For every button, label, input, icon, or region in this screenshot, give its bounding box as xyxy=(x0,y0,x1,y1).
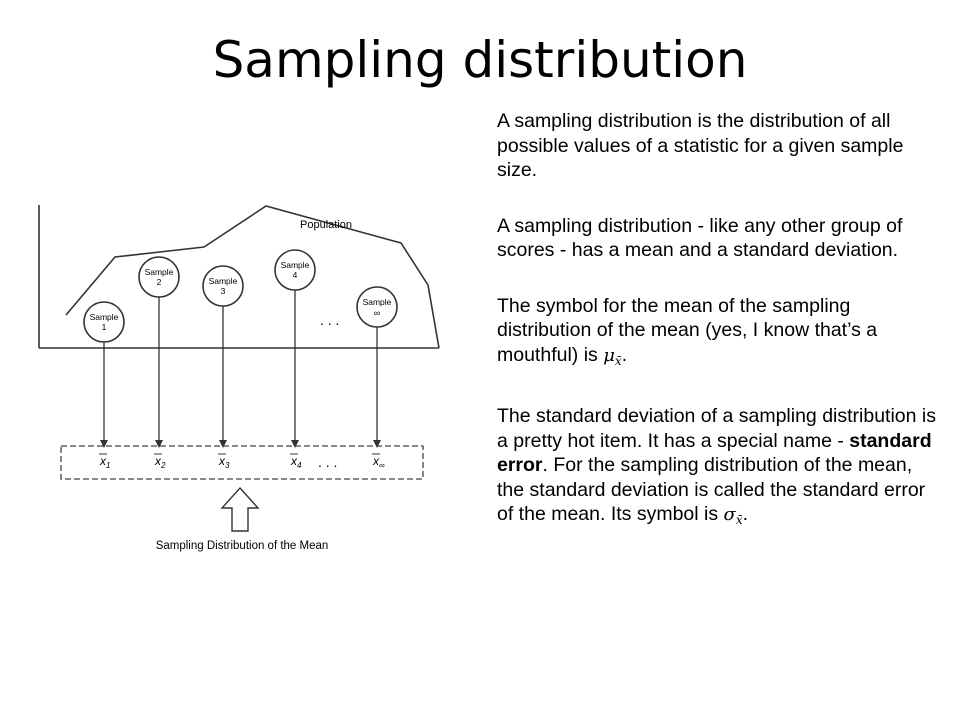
mean-base: x xyxy=(99,454,107,468)
sampling-distribution-diagram: Population Sample 1 Sample 2 Sample 3 Sa… xyxy=(38,205,440,552)
population-ellipsis: . . . xyxy=(320,312,339,328)
sample-circle-4: Sample 4 xyxy=(274,249,316,291)
mean-subscript: ∞ xyxy=(379,461,385,470)
mean-base: x xyxy=(372,454,380,468)
up-arrow-icon xyxy=(220,486,260,532)
mean-x3: x3 xyxy=(218,453,230,470)
sample-label: Sample xyxy=(145,267,174,277)
standard-error-period: . xyxy=(742,503,749,525)
sample-to-mean-arrows xyxy=(100,290,381,448)
sample-number: 3 xyxy=(221,286,226,296)
population-region xyxy=(38,205,440,349)
sample-label: Sample xyxy=(363,297,392,307)
svg-text:x1: x1 xyxy=(99,454,110,470)
svg-text:x∞: x∞ xyxy=(372,454,385,470)
population-label: Population xyxy=(300,219,352,231)
sampling-distribution-box xyxy=(60,445,424,480)
mean-x2: x2 xyxy=(154,453,166,470)
xbar-subscript: x̄ xyxy=(614,353,622,368)
mean-base: x xyxy=(290,454,298,468)
sample-number: 4 xyxy=(293,270,298,280)
mu-symbol: μ xyxy=(603,344,615,366)
sample-number: 1 xyxy=(102,322,107,332)
sample-label: Sample xyxy=(281,260,310,270)
standard-error-term: standard error xyxy=(497,429,932,477)
mean-base: x xyxy=(218,454,226,468)
mean-symbol-sentence: The symbol for the mean of the sampling … xyxy=(497,294,878,366)
mean-subscript: 1 xyxy=(106,461,110,470)
sample-label: Sample xyxy=(209,276,238,286)
figure-caption: Sampling Distribution of the Mean xyxy=(156,540,329,552)
sample-circle-3: Sample 3 xyxy=(202,265,244,307)
svg-text:x3: x3 xyxy=(218,454,230,470)
svg-text:x2: x2 xyxy=(154,454,166,470)
mean-subscript: 3 xyxy=(225,461,230,470)
xbar-subscript: x̄ xyxy=(735,513,743,527)
slide-title: Sampling distribution xyxy=(212,31,748,89)
population-outline xyxy=(65,205,440,349)
mean-symbol-period: . xyxy=(621,343,628,366)
sample-circle-infinity: Sample ∞ xyxy=(356,286,398,328)
paragraph-mean-symbol: The symbol for the mean of the sampling … xyxy=(497,294,942,374)
sigma-xbar-symbol: σx̄ xyxy=(723,504,743,527)
means-ellipsis: . . . xyxy=(318,454,337,470)
mean-base: x xyxy=(154,454,162,468)
mean-subscript: 2 xyxy=(160,461,166,470)
sample-label: Sample xyxy=(90,312,119,322)
sample-circle-outline xyxy=(356,286,398,328)
sigma-symbol: σ xyxy=(723,504,736,525)
mean-x4: x4 xyxy=(290,453,302,470)
sample-number: ∞ xyxy=(374,308,380,318)
sample-circle-2: Sample 2 xyxy=(138,256,180,298)
mean-subscript: 4 xyxy=(297,461,302,470)
paragraph-definition: A sampling distribution is the distribut… xyxy=(497,110,904,181)
mu-xbar-symbol: μx̄ xyxy=(603,344,622,368)
paragraph-mean-and-sd: A sampling distribution - like any other… xyxy=(497,214,903,262)
body-text: A sampling distribution is the distribut… xyxy=(497,109,942,564)
standard-error-intro: The standard deviation of a sampling dis… xyxy=(497,405,936,452)
svg-text:x4: x4 xyxy=(290,454,302,470)
mean-x1: x1 xyxy=(99,453,110,470)
mean-x-infinity: x∞ xyxy=(372,453,385,470)
sample-circle-1: Sample 1 xyxy=(83,301,125,343)
sample-number: 2 xyxy=(157,277,162,287)
standard-error-explanation: . For the sampling distribution of the m… xyxy=(497,454,926,525)
paragraph-standard-error: The standard deviation of a sampling dis… xyxy=(497,404,942,533)
